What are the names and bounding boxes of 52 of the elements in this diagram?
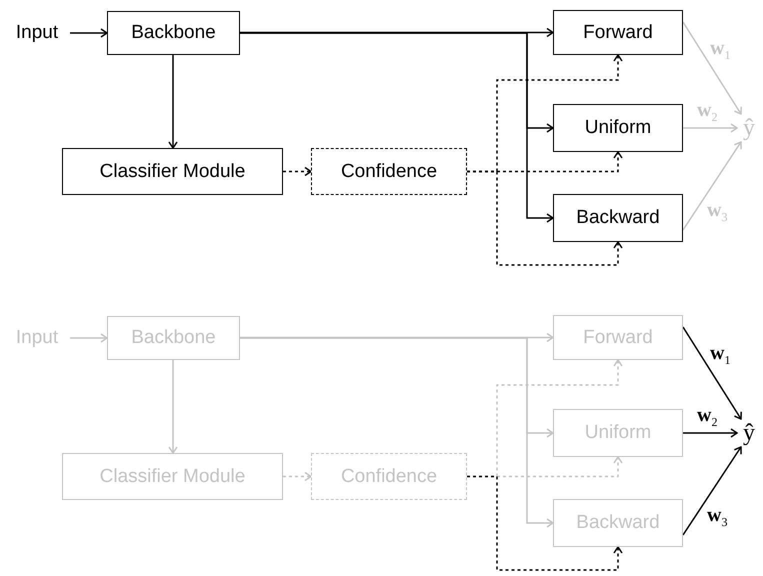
edge-label: w$_{2}$ <box>697 405 718 428</box>
arrow <box>683 428 738 438</box>
node-text: Backbone <box>131 327 216 349</box>
node-label: ŷ <box>737 415 761 451</box>
dashed-box <box>311 148 467 195</box>
dashed-arrow <box>283 472 312 482</box>
dashed-arrow <box>467 476 623 571</box>
node-text: Backbone <box>131 22 216 44</box>
edge-label: w$_{3}$ <box>707 505 728 528</box>
node-label: Input <box>6 323 68 353</box>
process-box <box>553 194 683 242</box>
process-box <box>553 10 683 55</box>
dashed-arrow <box>283 166 312 176</box>
node-text: Forward <box>583 22 653 44</box>
arrow <box>682 141 742 230</box>
arrow <box>168 360 178 454</box>
arrow <box>240 337 554 528</box>
node-text: Classifier Module <box>100 466 246 488</box>
process-box <box>107 316 240 360</box>
node-label: ŷ <box>737 110 761 146</box>
arrow <box>240 332 554 342</box>
edge-label: w$_{1}$ <box>710 343 730 366</box>
arrow <box>240 32 554 223</box>
arrow <box>682 22 742 115</box>
arrow <box>682 446 742 536</box>
arrow <box>70 28 108 38</box>
process-box <box>553 104 683 152</box>
dashed-box <box>311 453 467 500</box>
node-text: Classifier Module <box>100 160 246 182</box>
arrow <box>70 333 108 343</box>
process-box <box>553 499 683 547</box>
process-box <box>553 409 683 457</box>
arrow <box>682 326 742 420</box>
node-text: Confidence <box>340 466 438 488</box>
arrow <box>683 123 738 133</box>
node-text: Backward <box>576 207 660 229</box>
process-box <box>62 148 283 195</box>
node-label: Input <box>6 18 68 48</box>
node-text: Forward <box>583 326 653 348</box>
edge-label: w$_{3}$ <box>707 200 728 223</box>
node-text: Uniform <box>584 117 652 139</box>
edge-label: w$_{2}$ <box>697 100 718 123</box>
node-text: Uniform <box>584 422 652 444</box>
arrow <box>240 28 554 38</box>
process-box <box>107 11 240 55</box>
node-text: Backward <box>576 512 660 534</box>
process-box <box>62 453 283 500</box>
process-box <box>553 315 683 360</box>
node-text: Confidence <box>340 160 438 182</box>
edge-label: w$_{1}$ <box>710 38 730 61</box>
arrow <box>168 55 178 149</box>
dashed-arrow <box>467 170 623 266</box>
